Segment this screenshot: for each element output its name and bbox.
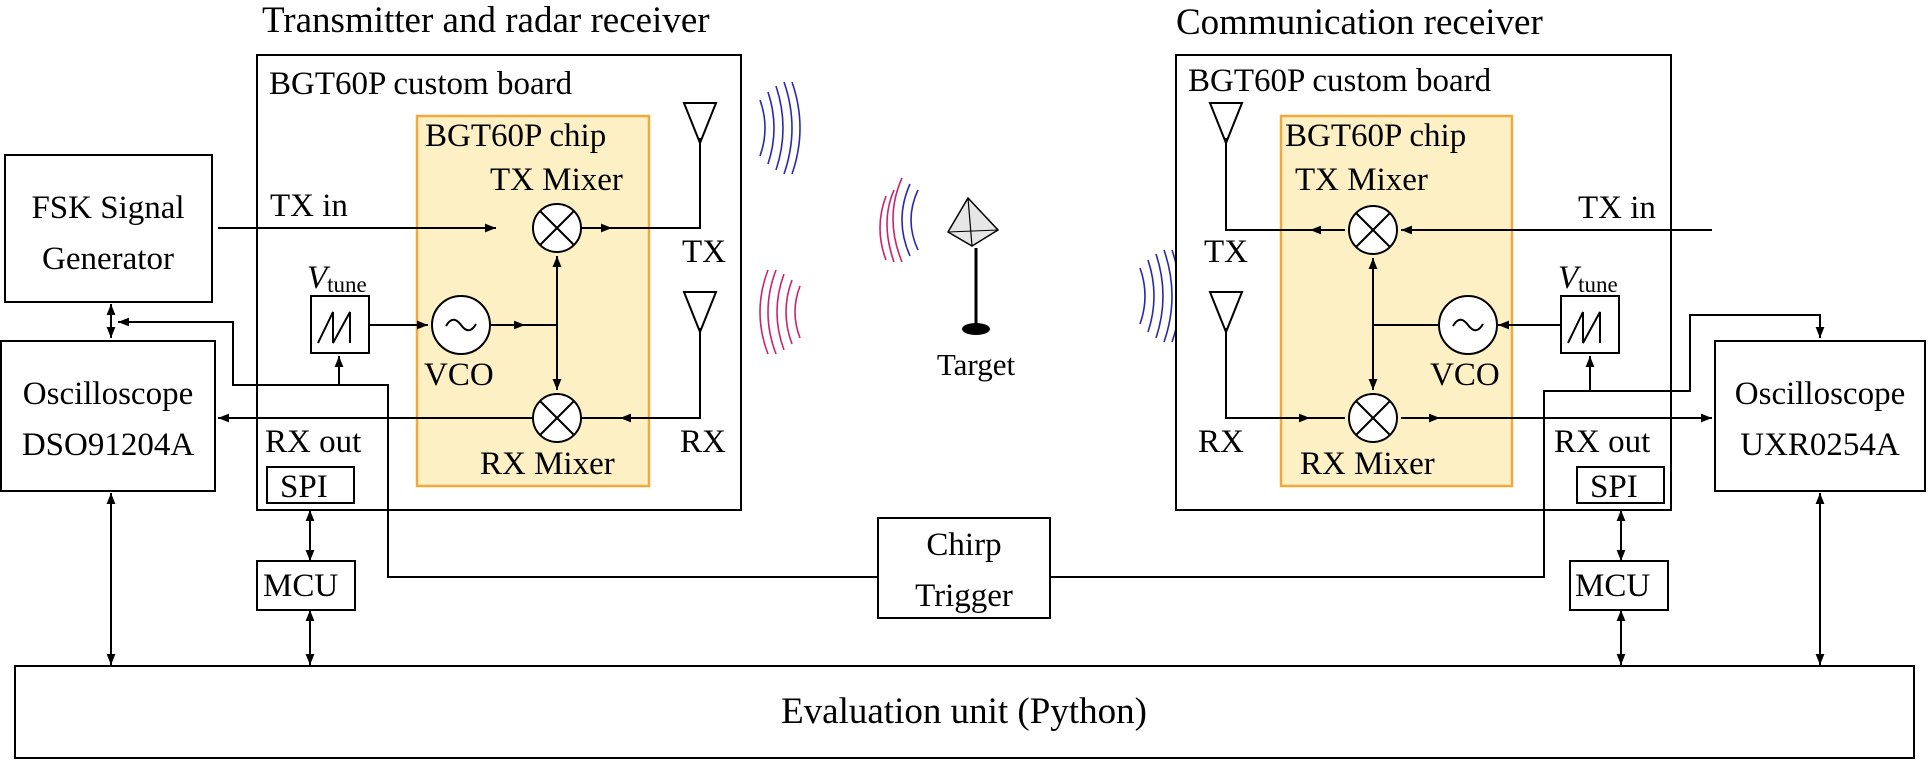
left-vco-label: VCO — [424, 357, 494, 393]
left-rx-label: RX — [680, 424, 726, 460]
left-vtune-ramp-icon — [310, 295, 370, 354]
left-spi-box — [266, 466, 355, 504]
chirp-line1: Chirp — [926, 527, 1001, 563]
left-tx-in-label: TX in — [270, 188, 348, 224]
target-icon — [946, 196, 1000, 335]
left-mcu-box — [256, 560, 356, 611]
fsk-line2: Generator — [42, 241, 174, 277]
left-tx-antenna-icon — [682, 102, 718, 146]
right-tx-label: TX — [1204, 234, 1248, 270]
right-spi-label: SPI — [1590, 469, 1638, 505]
right-rx-label: RX — [1198, 424, 1244, 460]
left-rx-wave-icon — [759, 269, 801, 355]
left-rx-antenna-icon — [682, 291, 718, 335]
left-mcu-label: MCU — [263, 568, 338, 604]
left-tx-mixer-icon — [532, 203, 582, 253]
right-mcu-label: MCU — [1575, 568, 1650, 604]
left-board-label: BGT60P custom board — [269, 66, 573, 102]
right-spi-box — [1576, 466, 1665, 504]
right-chip-label: BGT60P chip — [1285, 118, 1466, 154]
right-tx-mixer-label: TX Mixer — [1295, 162, 1428, 198]
evaluation-unit-label: Evaluation unit (Python) — [781, 691, 1147, 732]
left-vco-icon — [431, 295, 491, 355]
right-mcu-box — [1569, 560, 1669, 611]
left-tx-wave-icon — [759, 81, 801, 175]
evaluation-unit-box — [14, 665, 1915, 759]
left-tx-mixer-label: TX Mixer — [490, 162, 623, 198]
fsk-generator-box — [4, 154, 213, 303]
right-tx-in-label: TX in — [1578, 190, 1656, 226]
left-spi-label: SPI — [280, 469, 328, 505]
left-section-title: Transmitter and radar receiver — [262, 0, 710, 41]
right-tx-antenna-icon — [1208, 102, 1244, 146]
oscilloscope-left-line2: DSO91204A — [22, 427, 195, 463]
right-rx-mixer-icon — [1348, 393, 1398, 443]
right-vco-icon — [1438, 295, 1498, 355]
chirp-trigger-box — [877, 517, 1051, 619]
left-chip-label: BGT60P chip — [425, 118, 606, 154]
oscilloscope-right-box — [1714, 340, 1926, 492]
right-section-title: Communication receiver — [1176, 2, 1543, 43]
chirp-line2: Trigger — [915, 578, 1013, 614]
left-vtune-label: Vtune — [307, 260, 367, 297]
right-rx-mixer-label: RX Mixer — [1300, 446, 1435, 482]
right-vco-label: VCO — [1430, 357, 1500, 393]
left-tx-label: TX — [682, 234, 726, 270]
right-vtune-ramp-icon — [1560, 295, 1620, 354]
right-tx-wave-icon — [1139, 249, 1181, 343]
right-rx-antenna-icon — [1208, 291, 1244, 335]
right-rx-out-label: RX out — [1554, 424, 1650, 460]
left-rx-mixer-label: RX Mixer — [480, 446, 615, 482]
right-tx-mixer-icon — [1348, 205, 1398, 255]
oscilloscope-left-box — [0, 340, 216, 492]
oscilloscope-right-line2: UXR0254A — [1740, 427, 1900, 463]
right-vtune-label: Vtune — [1558, 260, 1618, 297]
oscilloscope-left-line1: Oscilloscope — [23, 376, 193, 412]
fsk-line1: FSK Signal — [31, 190, 184, 226]
target-reflection-wave-icon — [879, 177, 919, 263]
target-label: Target — [937, 347, 1016, 382]
left-rx-mixer-icon — [532, 393, 582, 443]
oscilloscope-right-line1: Oscilloscope — [1735, 376, 1905, 412]
left-rx-out-label: RX out — [265, 424, 361, 460]
right-board-label: BGT60P custom board — [1188, 63, 1492, 99]
